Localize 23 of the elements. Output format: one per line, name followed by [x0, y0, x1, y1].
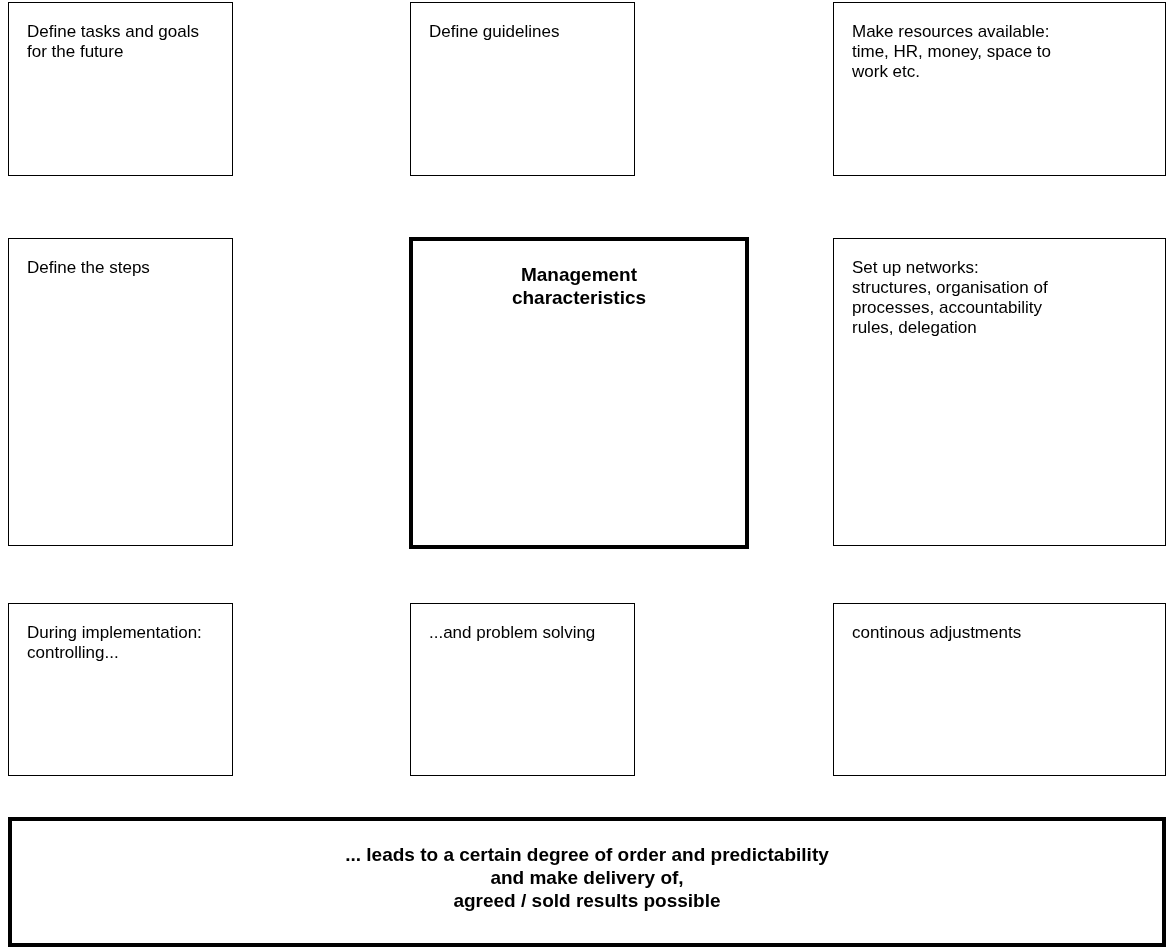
emphasis-box — [409, 237, 749, 549]
body-text: controlling... — [27, 643, 120, 663]
heading-text: agreed / sold results possible — [452, 889, 722, 912]
body-text: Define guidelines — [429, 22, 561, 42]
text-box — [833, 238, 1166, 546]
body-text: ...and problem solving — [429, 623, 597, 643]
text-box — [410, 2, 635, 176]
text-box — [8, 238, 233, 546]
body-text: During implementation: — [27, 623, 203, 643]
heading-text: Management characteristics — [510, 263, 648, 309]
body-text: Set up networks: — [852, 258, 980, 278]
text-box — [410, 603, 635, 776]
body-text: Define tasks and goals for the future — [27, 22, 200, 62]
emphasis-box — [8, 817, 1166, 947]
body-text: time, HR, money, space to work etc. — [852, 42, 1053, 82]
body-text: structures, organisation of processes, accountability rules, delegation — [852, 278, 1049, 338]
text-box — [8, 2, 233, 176]
body-text: Define the steps — [27, 258, 151, 278]
text-box — [8, 603, 233, 776]
body-text: Make resources available: — [852, 22, 1051, 42]
body-text: continous adjustments — [852, 623, 1023, 643]
text-box — [833, 603, 1166, 776]
text-box — [833, 2, 1166, 176]
